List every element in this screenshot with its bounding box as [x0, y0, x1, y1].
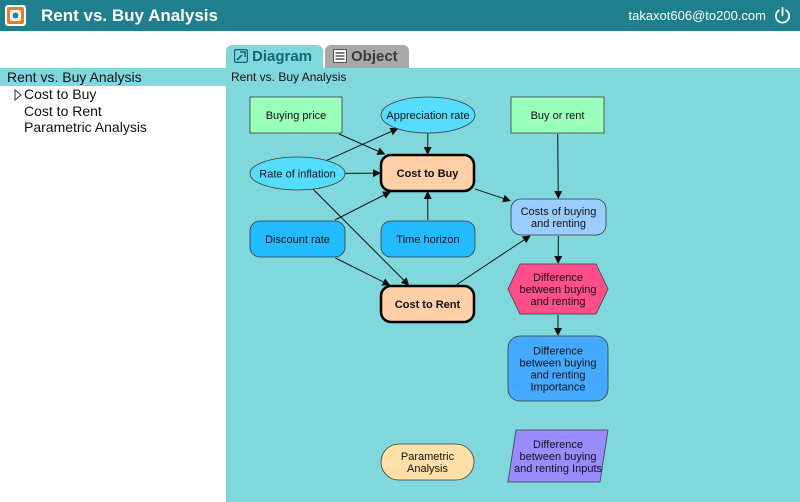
node-label: Buy or rent	[531, 110, 585, 122]
arrow-rate-of-inflation-to-cost-to-rent	[312, 188, 410, 286]
node-shape	[249, 156, 346, 191]
tab-diagram-label: Diagram	[252, 48, 313, 65]
tab-diagram[interactable]: Diagram	[226, 45, 323, 68]
expand-arrow-icon[interactable]	[14, 89, 22, 101]
node-label: Time horizon	[396, 234, 459, 246]
node-rate-of-inflation[interactable]: Rate of inflation	[249, 156, 346, 191]
node-label: Rate of inflation	[259, 169, 335, 181]
node-cost-to-rent[interactable]: Cost to Rent	[379, 284, 476, 324]
tree-item-label: Cost to Rent	[24, 103, 102, 119]
node-shape	[507, 429, 609, 483]
tree-item-parametric-analysis[interactable]: Parametric Analysis	[0, 119, 226, 136]
object-icon	[333, 49, 347, 63]
app-title: Rent vs. Buy Analysis	[41, 6, 218, 25]
node-label: Buying price	[266, 110, 327, 122]
node-label: and renting	[530, 370, 585, 382]
power-icon[interactable]	[773, 6, 792, 25]
diagram-icon	[234, 49, 248, 63]
node-shape	[507, 263, 609, 315]
node-label: between buying	[519, 358, 596, 370]
node-shape	[249, 96, 343, 134]
node-shape	[379, 284, 476, 324]
arrow-cost-to-rent-to-costs-buying-renting	[455, 235, 531, 286]
arrow-discount-rate-to-cost-to-rent	[335, 257, 391, 286]
node-label: Discount rate	[265, 234, 330, 246]
node-shape	[510, 96, 605, 134]
arrow-cost-to-buy-to-costs-buying-renting	[474, 188, 511, 203]
node-label: Costs of buying	[521, 206, 597, 218]
tree-item-cost-to-rent[interactable]: Cost to Rent	[0, 103, 226, 120]
node-label: Appreciation rate	[386, 110, 469, 122]
tab-object[interactable]: Object	[325, 45, 409, 68]
node-shape	[507, 335, 609, 402]
node-shape	[379, 153, 476, 193]
tree-item-label: Parametric Analysis	[24, 119, 147, 135]
node-label: Difference	[533, 272, 583, 284]
tab-object-label: Object	[351, 48, 398, 65]
node-shape	[380, 220, 476, 258]
influence-diagram: Buying price Appreciation rate Buy or rent…	[249, 96, 609, 483]
node-label: Difference	[533, 439, 583, 451]
sidebar: Rent vs. Buy Analysis Cost to Buy Cost t…	[0, 68, 226, 502]
node-label: Analysis	[407, 463, 448, 475]
node-label: Cost to Buy	[397, 168, 460, 180]
arrow-discount-rate-to-cost-to-buy	[334, 191, 391, 221]
node-time-horizon[interactable]: Time horizon	[380, 220, 476, 258]
arrow-buying-price-to-cost-to-buy	[338, 133, 386, 155]
tree-root-label: Rent vs. Buy Analysis	[7, 69, 142, 85]
node-shape	[249, 220, 346, 258]
node-label: and renting	[530, 296, 585, 308]
tree-item-cost-to-buy[interactable]: Cost to Buy	[0, 86, 226, 103]
arrow-rate-of-inflation-to-appreciation-rate	[326, 127, 399, 161]
diagram-canvas: Rent vs. Buy Analysis Buying price Apprec…	[226, 68, 800, 502]
node-label: Cost to Rent	[395, 299, 461, 311]
node-label: Difference	[533, 346, 583, 358]
node-label: Parametric	[401, 451, 455, 463]
node-buy-or-rent[interactable]: Buy or rent	[510, 96, 605, 134]
user-email: takaxot606@to200.com	[628, 8, 766, 23]
node-appreciation-rate[interactable]: Appreciation rate	[380, 96, 476, 134]
node-label: and renting Inputs	[514, 463, 603, 475]
node-cost-to-buy[interactable]: Cost to Buy	[379, 153, 476, 193]
tree-root-rent-vs-buy[interactable]: Rent vs. Buy Analysis	[0, 68, 226, 86]
arrow-buy-or-rent-to-costs-buying-renting	[554, 133, 563, 199]
node-label: Importance	[530, 382, 585, 394]
node-buying-price[interactable]: Buying price	[249, 96, 343, 134]
node-label: between buying	[519, 451, 596, 463]
title-bar: Rent vs. Buy Analysis takaxot606@to200.c…	[0, 0, 800, 31]
node-shape	[380, 96, 476, 134]
node-label: and renting	[531, 218, 586, 230]
diagram-title: Rent vs. Buy Analysis	[231, 70, 347, 84]
node-label: between buying	[519, 284, 596, 296]
node-shape	[380, 443, 475, 481]
tree-item-label: Cost to Buy	[24, 86, 97, 102]
node-shape	[510, 198, 607, 236]
node-discount-rate[interactable]: Discount rate	[249, 220, 346, 258]
app-logo-icon	[5, 5, 26, 26]
